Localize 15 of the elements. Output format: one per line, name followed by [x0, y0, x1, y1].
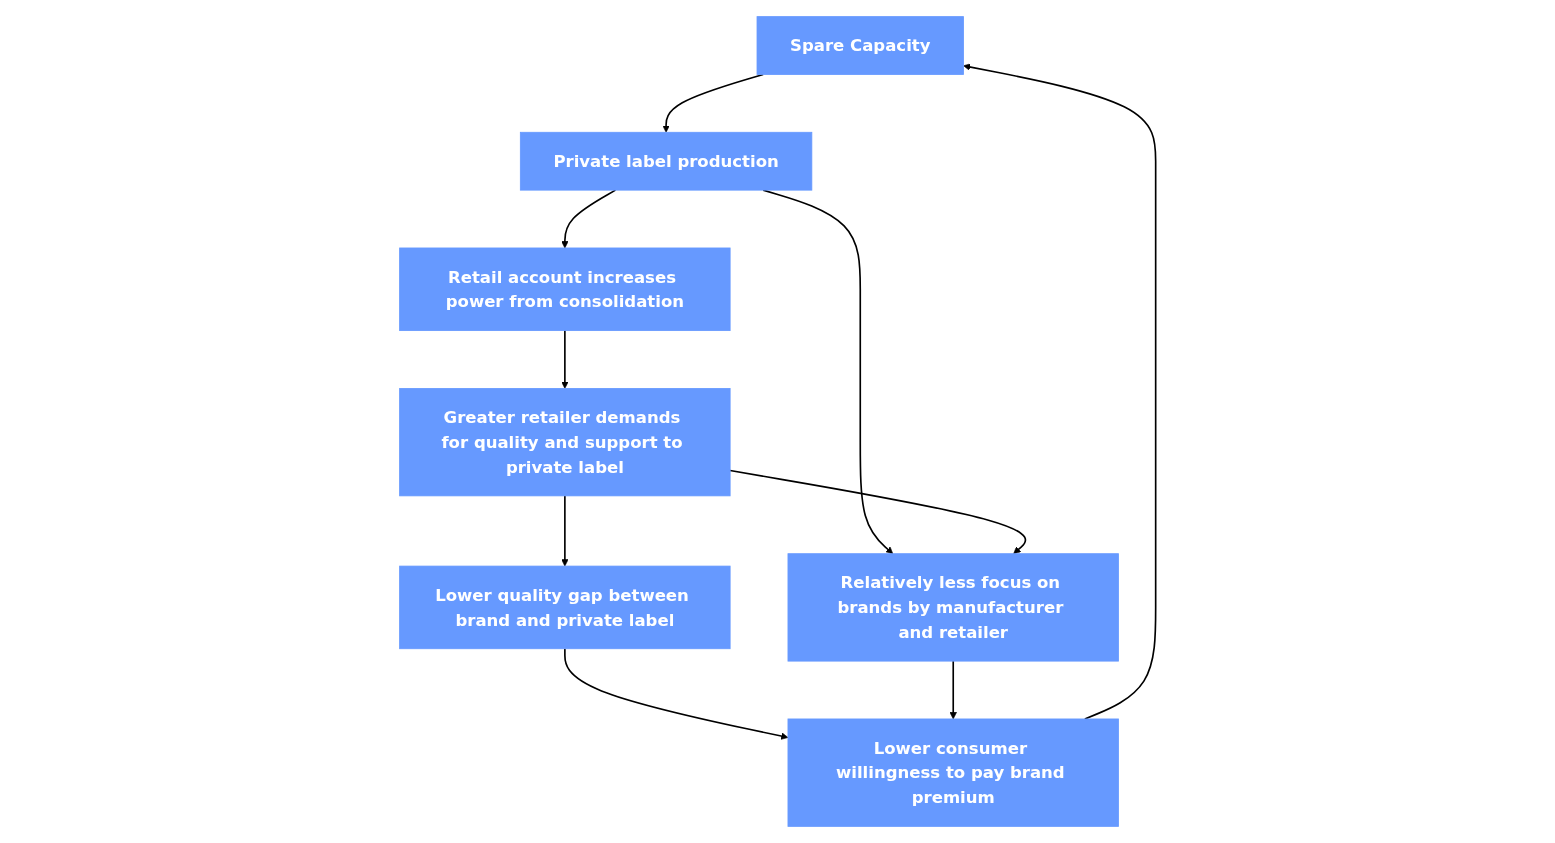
arrow — [949, 660, 957, 720]
arrow — [561, 495, 569, 567]
node-box: Lower consumer willingness to pay brand premium — [787, 718, 1119, 827]
arrow — [561, 329, 569, 389]
node-box: Spare Capacity — [756, 16, 964, 75]
node-box: Private label production — [519, 131, 813, 191]
node-box: Lower quality gap between brand and private label — [399, 565, 731, 650]
arrow — [561, 189, 617, 249]
arrow — [729, 469, 1027, 555]
arrow — [662, 73, 764, 133]
arrow — [563, 647, 789, 740]
node-box: Greater retailer demands for quality and support to private label — [399, 388, 731, 497]
node-box: Retail account increases power from consolidation — [399, 247, 731, 331]
arrow — [963, 63, 1157, 720]
node-box: Relatively less focus on brands by manufacturer and retailer — [787, 553, 1119, 662]
